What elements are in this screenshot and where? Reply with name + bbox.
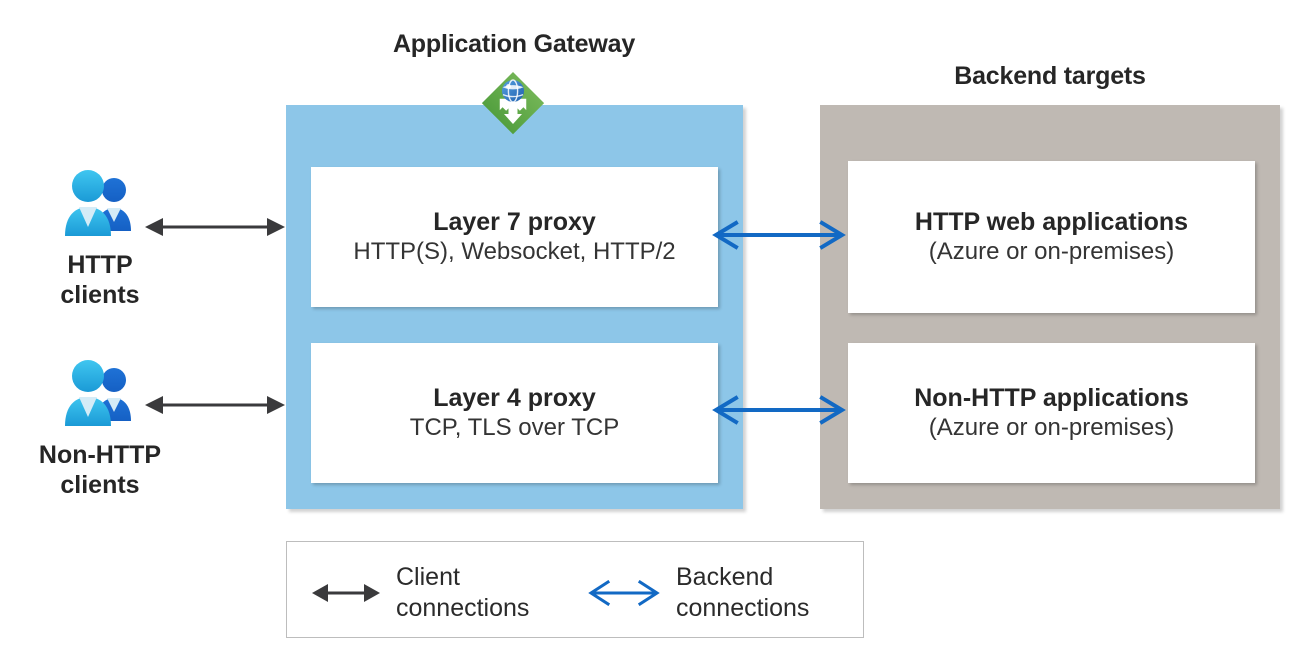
legend-label-backend-connections: Backend connections <box>676 563 810 622</box>
azure-application-gateway-icon <box>481 72 545 135</box>
backend-targets-title: Backend targets <box>954 62 1146 90</box>
layer-4-proxy-title: Layer 4 proxy <box>433 384 596 412</box>
layer-7-proxy-card: Layer 7 proxy HTTP(S), Websocket, HTTP/2 <box>311 167 718 307</box>
layer-4-proxy-subtitle: TCP, TLS over TCP <box>409 414 620 441</box>
client-connection-arrow-icon <box>312 584 380 602</box>
http-clients-label: HTTP clients <box>60 251 140 309</box>
non-http-applications-card: Non-HTTP applications (Azure or on-premi… <box>848 343 1255 483</box>
non-http-clients-label: Non-HTTP clients <box>38 441 162 499</box>
non-http-clients-group: Non-HTTP clients <box>0 358 200 500</box>
non-http-applications-title: Non-HTTP applications <box>914 384 1189 412</box>
users-icon <box>65 360 131 426</box>
legend-item-backend-connections: Backend connections <box>588 562 809 624</box>
client-connection-arrow <box>145 396 285 414</box>
http-web-applications-subtitle: (Azure or on-premises) <box>928 238 1175 265</box>
gateway-title: Application Gateway <box>392 30 636 58</box>
http-web-applications-card: HTTP web applications (Azure or on-premi… <box>848 161 1255 313</box>
layer-7-proxy-subtitle: HTTP(S), Websocket, HTTP/2 <box>353 238 676 265</box>
http-web-applications-title: HTTP web applications <box>914 208 1189 236</box>
backend-connection-arrow <box>712 395 846 425</box>
layer-7-proxy-title: Layer 7 proxy <box>433 208 596 236</box>
backend-connection-arrow-icon <box>588 580 660 606</box>
client-connection-arrow <box>145 218 285 236</box>
legend-box <box>286 541 864 638</box>
layer-4-proxy-card: Layer 4 proxy TCP, TLS over TCP <box>311 343 718 483</box>
legend-item-client-connections: Client connections <box>312 562 529 624</box>
backend-connection-arrow <box>712 220 846 250</box>
http-clients-group: HTTP clients <box>0 168 200 310</box>
non-http-applications-subtitle: (Azure or on-premises) <box>928 414 1175 441</box>
users-icon <box>65 170 131 236</box>
legend-label-client-connections: Client connections <box>396 563 530 622</box>
